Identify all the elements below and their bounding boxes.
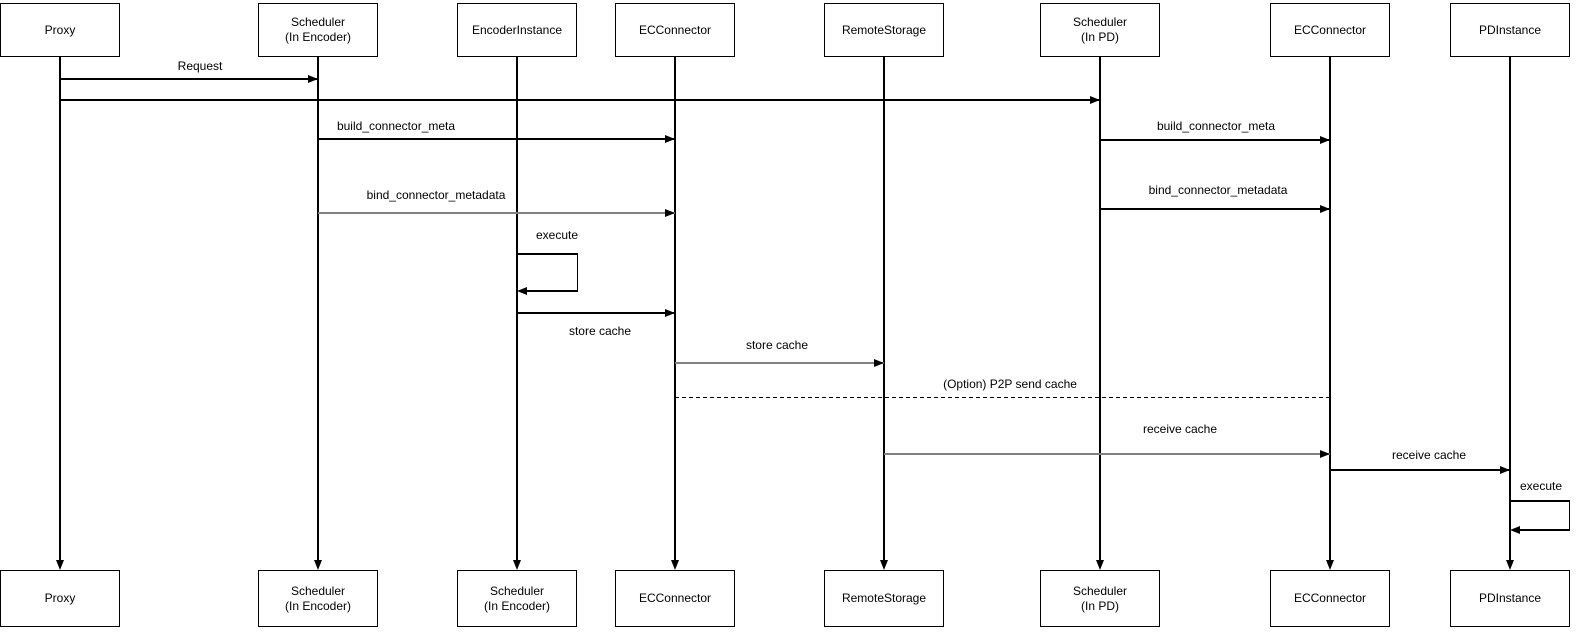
actor-box-top-ec-connector-pd: ECConnector — [1270, 3, 1390, 57]
message-label-bind-connector-metadata-encoder: bind_connector_metadata — [366, 188, 506, 202]
self-message-label-execute-pd: execute — [1519, 479, 1563, 493]
message-line-store-cache-to-remote — [675, 362, 884, 364]
actor-box-bottom-ec-connector-encoder: ECConnector — [615, 570, 735, 627]
actor-label-bottom-scheduler-pd: Scheduler (In PD) — [1072, 583, 1128, 613]
actor-box-bottom-proxy: Proxy — [0, 570, 120, 627]
actor-label-top-ec-connector-encoder: ECConnector — [638, 22, 712, 37]
message-arrowhead-bind-connector-metadata-pd — [1320, 205, 1330, 213]
message-arrowhead-build-connector-meta-encoder — [665, 135, 675, 143]
actor-box-bottom-ec-connector-pd: ECConnector — [1270, 570, 1390, 627]
lifeline-arrowhead-proxy — [56, 560, 64, 570]
message-line-receive-cache-to-ec — [884, 453, 1330, 455]
actor-box-top-scheduler-encoder: Scheduler (In Encoder) — [258, 3, 378, 57]
actor-label-top-scheduler-pd: Scheduler (In PD) — [1072, 15, 1128, 44]
message-line-receive-cache-to-pd — [1330, 469, 1510, 471]
lifeline-ec-connector-pd — [1329, 57, 1331, 561]
actor-box-bottom-scheduler-encoder: Scheduler (In Encoder) — [258, 570, 378, 627]
actor-box-bottom-remote-storage: RemoteStorage — [824, 570, 944, 627]
self-message-right-execute-encoder — [576, 253, 578, 290]
message-label-build-connector-meta-encoder: build_connector_meta — [336, 119, 456, 133]
lifeline-scheduler-pd — [1099, 57, 1101, 561]
lifeline-ec-connector-encoder — [674, 57, 676, 561]
actor-label-top-pd-instance: PDInstance — [1478, 22, 1542, 37]
self-message-right-execute-pd — [1568, 500, 1570, 529]
self-message-bottom-execute-encoder — [526, 290, 578, 292]
message-arrowhead-proxy-to-scheduler-pd — [1090, 96, 1100, 104]
actor-label-bottom-remote-storage: RemoteStorage — [841, 591, 927, 605]
message-arrowhead-bind-connector-metadata-encoder — [665, 209, 675, 217]
message-label-execute-result-to-ec: store cache — [568, 324, 632, 338]
message-label-bind-connector-metadata-pd: bind_connector_metadata — [1148, 183, 1288, 197]
lifeline-arrowhead-scheduler-encoder — [314, 560, 322, 570]
message-arrowhead-store-cache-to-remote — [874, 359, 884, 367]
lifeline-scheduler-encoder — [317, 57, 319, 561]
actor-label-bottom-proxy: Proxy — [44, 591, 76, 605]
actor-label-bottom-pd-instance: PDInstance — [1478, 591, 1542, 605]
actor-box-bottom-scheduler-pd: Scheduler (In PD) — [1040, 570, 1160, 627]
lifeline-arrowhead-remote-storage — [880, 560, 888, 570]
actor-box-top-encoder-instance: EncoderInstance — [457, 3, 577, 57]
lifeline-arrowhead-scheduler-pd — [1096, 560, 1104, 570]
message-label-request: Request — [177, 59, 223, 73]
lifeline-arrowhead-ec-connector-pd — [1326, 560, 1334, 570]
message-line-p2p-send-cache — [675, 396, 1330, 398]
actor-box-top-proxy: Proxy — [0, 3, 120, 57]
message-line-execute-result-to-ec — [517, 312, 675, 314]
self-message-label-execute-encoder: execute — [535, 228, 579, 242]
actor-label-top-proxy: Proxy — [44, 22, 76, 37]
message-label-receive-cache-to-ec: receive cache — [1142, 422, 1218, 436]
actor-label-top-encoder-instance: EncoderInstance — [471, 22, 563, 37]
lifeline-proxy — [59, 57, 61, 561]
actor-label-bottom-scheduler-encoder: Scheduler (In Encoder) — [284, 583, 352, 613]
self-message-top-execute-pd — [1510, 500, 1570, 502]
message-label-build-connector-meta-pd: build_connector_meta — [1156, 119, 1276, 133]
actor-label-bottom-ec-connector-pd: ECConnector — [1293, 591, 1367, 605]
actor-box-bottom-pd-instance: PDInstance — [1450, 570, 1570, 627]
message-label-store-cache-to-remote: store cache — [745, 338, 809, 352]
message-arrowhead-receive-cache-to-ec — [1320, 450, 1330, 458]
actor-label-top-remote-storage: RemoteStorage — [841, 22, 927, 37]
self-message-arrowhead-execute-pd — [1510, 525, 1520, 534]
message-line-build-connector-meta-pd — [1100, 139, 1330, 141]
message-arrowhead-execute-result-to-ec — [665, 309, 675, 317]
lifeline-pd-instance — [1509, 57, 1511, 561]
message-line-proxy-to-scheduler-pd — [60, 99, 1100, 101]
message-arrowhead-receive-cache-to-pd — [1500, 466, 1510, 474]
actor-label-top-ec-connector-pd: ECConnector — [1293, 22, 1367, 37]
actor-box-bottom-encoder-instance: Scheduler (In Encoder) — [457, 570, 577, 627]
message-line-bind-connector-metadata-pd — [1100, 208, 1330, 210]
message-label-receive-cache-to-pd: receive cache — [1391, 448, 1467, 462]
message-label-p2p-send-cache: (Option) P2P send cache — [943, 377, 1077, 391]
actor-label-top-scheduler-encoder: Scheduler (In Encoder) — [284, 15, 352, 44]
self-message-bottom-execute-pd — [1519, 529, 1570, 531]
actor-box-top-pd-instance: PDInstance — [1450, 3, 1570, 57]
actor-label-bottom-encoder-instance: Scheduler (In Encoder) — [483, 583, 551, 613]
lifeline-remote-storage — [883, 57, 885, 561]
self-message-top-execute-encoder — [517, 253, 578, 255]
message-line-request — [60, 78, 318, 80]
message-line-bind-connector-metadata-encoder — [318, 212, 675, 214]
lifeline-arrowhead-ec-connector-encoder — [671, 560, 679, 570]
self-message-arrowhead-execute-encoder — [517, 286, 527, 295]
message-arrowhead-build-connector-meta-pd — [1320, 136, 1330, 144]
actor-box-top-remote-storage: RemoteStorage — [824, 3, 944, 57]
actor-label-bottom-ec-connector-encoder: ECConnector — [638, 591, 712, 605]
message-arrowhead-request — [308, 75, 318, 83]
lifeline-arrowhead-encoder-instance — [513, 560, 521, 570]
actor-box-top-scheduler-pd: Scheduler (In PD) — [1040, 3, 1160, 57]
message-line-build-connector-meta-encoder — [318, 138, 675, 140]
lifeline-arrowhead-pd-instance — [1506, 560, 1514, 570]
lifeline-encoder-instance — [516, 57, 518, 561]
actor-box-top-ec-connector-encoder: ECConnector — [615, 3, 735, 57]
